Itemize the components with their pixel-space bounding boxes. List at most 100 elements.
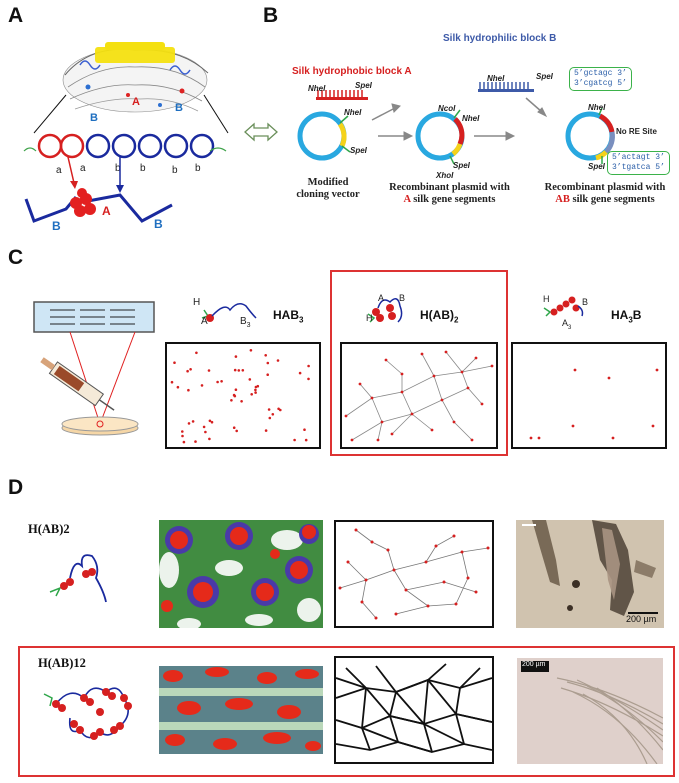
particle-dot — [207, 369, 211, 372]
molecule-b-label: B — [399, 293, 406, 303]
particle-dot — [240, 400, 243, 403]
site-label-nhei: NheI — [588, 103, 606, 112]
plasmid-recombinant-ab — [565, 107, 615, 164]
chain-b-right-label: B — [154, 217, 163, 230]
molecule-h-label: H — [193, 297, 201, 308]
caption-modified-vector: Modified cloning vector — [296, 177, 360, 200]
network-hab2-detail — [338, 528, 490, 620]
sequence-line: 5’actagt 3’ — [612, 153, 665, 162]
particle-dot — [195, 351, 198, 355]
panel-letter-b: B — [263, 4, 279, 27]
hydrophilic-block-b-icon — [478, 82, 534, 92]
seg-label: b — [115, 163, 121, 174]
molecule-ha3b-title: HA3B — [611, 308, 642, 325]
particle-dot — [232, 426, 236, 429]
particle-dot — [170, 380, 174, 384]
simulation-box-hab3 — [165, 342, 321, 449]
highlight-frame-hab12 — [18, 646, 675, 777]
particle-dot — [303, 428, 306, 431]
seg-label: b — [195, 163, 201, 174]
particle-dot — [173, 361, 176, 364]
seg-label: b — [172, 165, 178, 176]
row-title-hab2: H(AB)2 — [28, 522, 70, 536]
particle-dot — [249, 349, 253, 352]
particle-dot — [189, 368, 192, 371]
particle-dot — [237, 369, 241, 372]
hydrophobic-block-a-icon — [316, 90, 368, 100]
molecule-h-label: H — [543, 294, 550, 304]
particle-dot — [248, 378, 252, 381]
site-label-nhei: NheI — [344, 108, 362, 117]
scale-bar-label: 200 µm — [522, 661, 546, 668]
molecule-a-label: A — [201, 316, 208, 327]
particle-dot — [232, 393, 236, 397]
molecule-hab3-icon — [201, 303, 257, 322]
network-hab12-detail — [335, 663, 493, 753]
site-label-spei: SpeI — [536, 72, 553, 81]
segment-rings — [23, 133, 227, 159]
particle-dot — [194, 440, 197, 443]
block-a-label: A — [132, 96, 140, 108]
hydrophilic-title: Silk hydrophilic block B — [443, 33, 557, 44]
site-label-xhoi: XhoI — [436, 171, 454, 180]
particle-dot — [254, 391, 257, 394]
highlight-frame-hab2 — [330, 270, 508, 456]
site-label-spei: SpeI — [350, 146, 367, 155]
plasmid-diagrams — [297, 82, 615, 165]
molecule-a-label: A — [378, 293, 385, 303]
particle-dot — [208, 437, 211, 441]
particle-dot — [187, 422, 191, 425]
panel-letter-c: C — [8, 246, 24, 269]
particle-dot — [176, 385, 180, 389]
hydrophobic-title: Silk hydrophobic block A — [292, 66, 412, 77]
site-label-nhei: NheI — [487, 74, 505, 83]
particle-dot — [191, 420, 195, 423]
particle-dot — [234, 388, 238, 391]
site-label-spei: SpeI — [588, 162, 605, 171]
seg-label: a — [80, 163, 86, 174]
molecule-b-label: B — [582, 297, 589, 307]
particle-dot — [264, 429, 268, 432]
site-label-nhei: NheI — [308, 84, 326, 93]
particle-dot — [250, 393, 253, 396]
particle-dot — [254, 388, 257, 392]
site-label-spei: SpeI — [355, 81, 372, 90]
particle-dot — [233, 368, 237, 372]
polymer-chain — [24, 188, 173, 223]
particle-dot — [276, 359, 280, 362]
syringe-flow-illustration — [33, 301, 155, 436]
particle-dot — [204, 430, 207, 434]
sequence-line: 3’tgatca 5’ — [612, 163, 665, 172]
particle-dot — [181, 434, 184, 438]
protein-structure-illustration — [62, 42, 209, 113]
sequence-box-top: 5’gctagc 3’ 3’cgatcg 5’ — [569, 67, 632, 91]
particle-dot — [202, 425, 206, 429]
particle-dot — [208, 419, 212, 423]
molecule-a-label: A3 — [562, 318, 572, 331]
molecule-hab2-icon — [367, 298, 403, 323]
particle-dot — [181, 430, 184, 433]
particle-dot — [307, 364, 310, 368]
particle-dot — [182, 440, 186, 444]
site-label-no-re: No RE Site — [616, 127, 657, 136]
particle-dot — [210, 420, 214, 424]
site-label-ncoi: NcoI — [438, 104, 456, 113]
network-box-hab2 — [334, 520, 494, 628]
md-simulation-hab2 — [159, 520, 323, 628]
molecule-hab2-title: H(AB)2 — [420, 308, 459, 325]
md-simulation-hab12 — [159, 656, 323, 764]
row-title-hab12: H(AB)12 — [38, 656, 86, 670]
site-label-spei: SpeI — [453, 161, 470, 170]
double-arrow-icon — [244, 122, 278, 142]
molecule-h-label: H — [366, 313, 373, 323]
particle-dot — [307, 377, 310, 381]
particle-dot — [271, 413, 275, 416]
chain-hab12-icon — [43, 687, 132, 740]
particle-dot — [264, 354, 267, 357]
molecule-b-label: B3 — [240, 316, 251, 329]
sequence-line: 3’cgatcg 5’ — [574, 79, 627, 88]
network-box-hab12 — [334, 656, 494, 764]
site-label-nhei: NheI — [462, 114, 480, 123]
panel-letter-d: D — [8, 476, 24, 499]
particle-dot — [267, 408, 271, 411]
